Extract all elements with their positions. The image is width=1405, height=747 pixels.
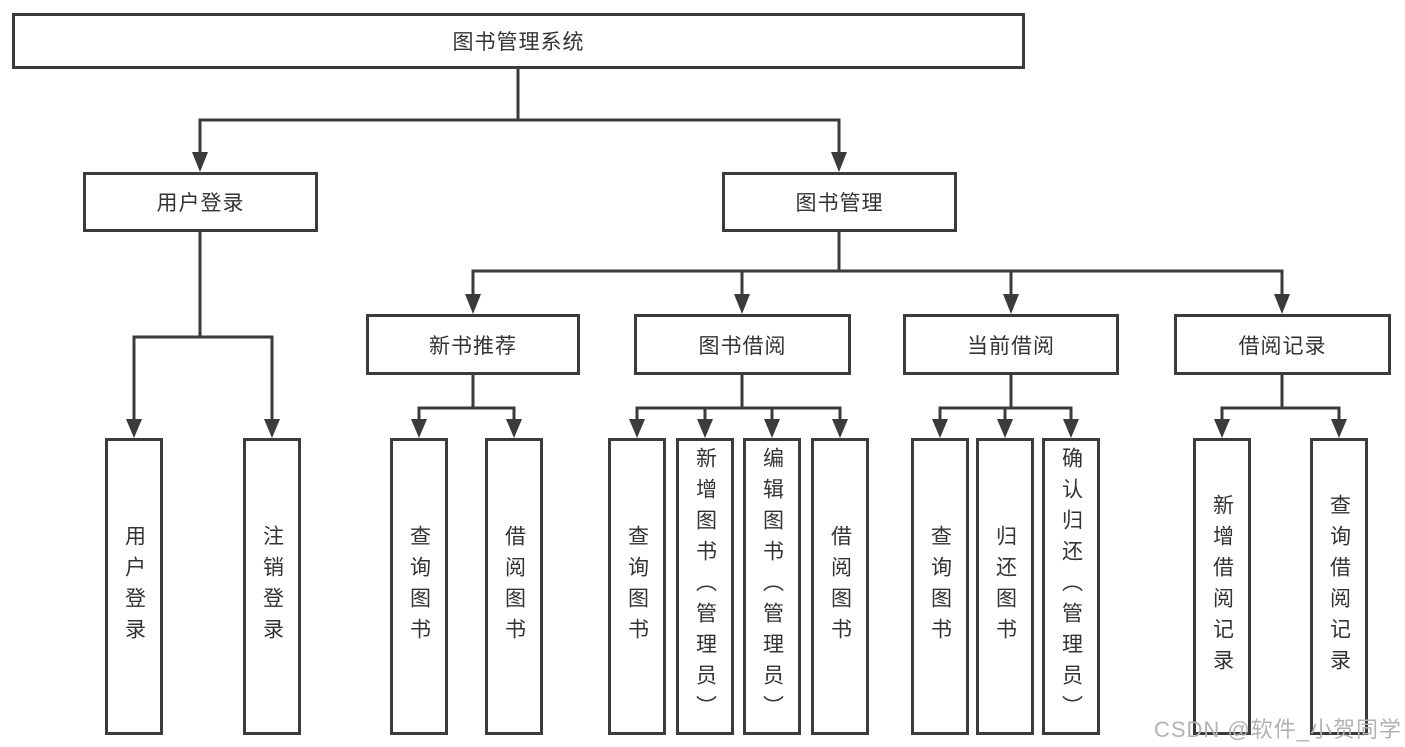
node-label: 查询借阅记录 [1327,493,1351,680]
node-label: 归还图书 [993,524,1017,649]
node-label: 确认归还（管理员） [1059,447,1083,726]
node-label: 图书管理系统 [452,31,585,54]
leaf-add-book-admin: 新增图书（管理员） [676,438,734,735]
leaf-query-books-current: 查询图书 [911,438,969,735]
node-label: 新增借阅记录 [1210,493,1234,680]
leaf-query-borrow-record: 查询借阅记录 [1310,438,1368,735]
arrowhead-down [192,152,847,172]
node-label: 用户登录 [122,524,146,649]
node-borrow-records: 借阅记录 [1174,314,1391,375]
connector-current-to-leaves [932,375,1079,438]
node-book-management: 图书管理 [722,172,957,232]
node-label: 编辑图书（管理员） [760,447,784,726]
node-label: 当前借阅 [967,334,1055,358]
node-label: 新增图书（管理员） [693,447,717,726]
leaf-return-books: 归还图书 [976,438,1034,735]
leaf-confirm-return-admin: 确认归还（管理员） [1042,438,1100,735]
node-label: 图书借阅 [698,334,787,358]
connector-recommend-to-leaves [411,375,522,438]
arrowhead-down [932,419,1079,438]
connector-borrow-to-leaves [629,375,848,438]
arrowhead-down [126,419,280,438]
node-label: 用户登录 [156,192,245,215]
node-label: 借阅图书 [828,524,852,649]
leaf-borrow-books-recommend: 借阅图书 [485,438,543,735]
node-new-book-recommend: 新书推荐 [366,314,580,375]
leaf-add-borrow-record: 新增借阅记录 [1193,438,1251,735]
arrowhead-down [411,419,522,438]
leaf-user-login: 用户登录 [105,438,163,735]
connector-root-to-level2 [192,69,847,172]
node-book-borrow: 图书借阅 [634,314,851,375]
arrowhead-down [465,294,1290,314]
connector-userlogin-to-leaves [126,232,280,438]
node-label: 注销登录 [260,524,284,649]
connector-bookmgmt-to-level3 [465,232,1290,314]
leaf-query-books-recommend: 查询图书 [390,438,448,735]
node-label: 新书推荐 [429,334,517,358]
node-label: 图书管理 [795,192,884,215]
node-label: 借阅图书 [502,524,526,649]
arrowhead-down [629,419,848,438]
leaf-edit-book-admin: 编辑图书（管理员） [743,438,801,735]
arrowhead-down [1214,419,1347,438]
leaf-query-books-borrow: 查询图书 [608,438,666,735]
node-label: 查询图书 [928,524,952,649]
node-current-borrow: 当前借阅 [903,314,1119,375]
leaf-borrow-books: 借阅图书 [811,438,869,735]
node-label: 查询图书 [625,524,649,649]
node-label: 借阅记录 [1238,334,1327,358]
csdn-watermark: CSDN @软件_小贺同学 [1153,717,1402,742]
leaf-logout: 注销登录 [243,438,301,735]
node-user-login: 用户登录 [83,172,318,232]
node-library-system: 图书管理系统 [12,13,1025,69]
node-label: 查询图书 [407,524,431,649]
connector-records-to-leaves [1214,375,1347,438]
